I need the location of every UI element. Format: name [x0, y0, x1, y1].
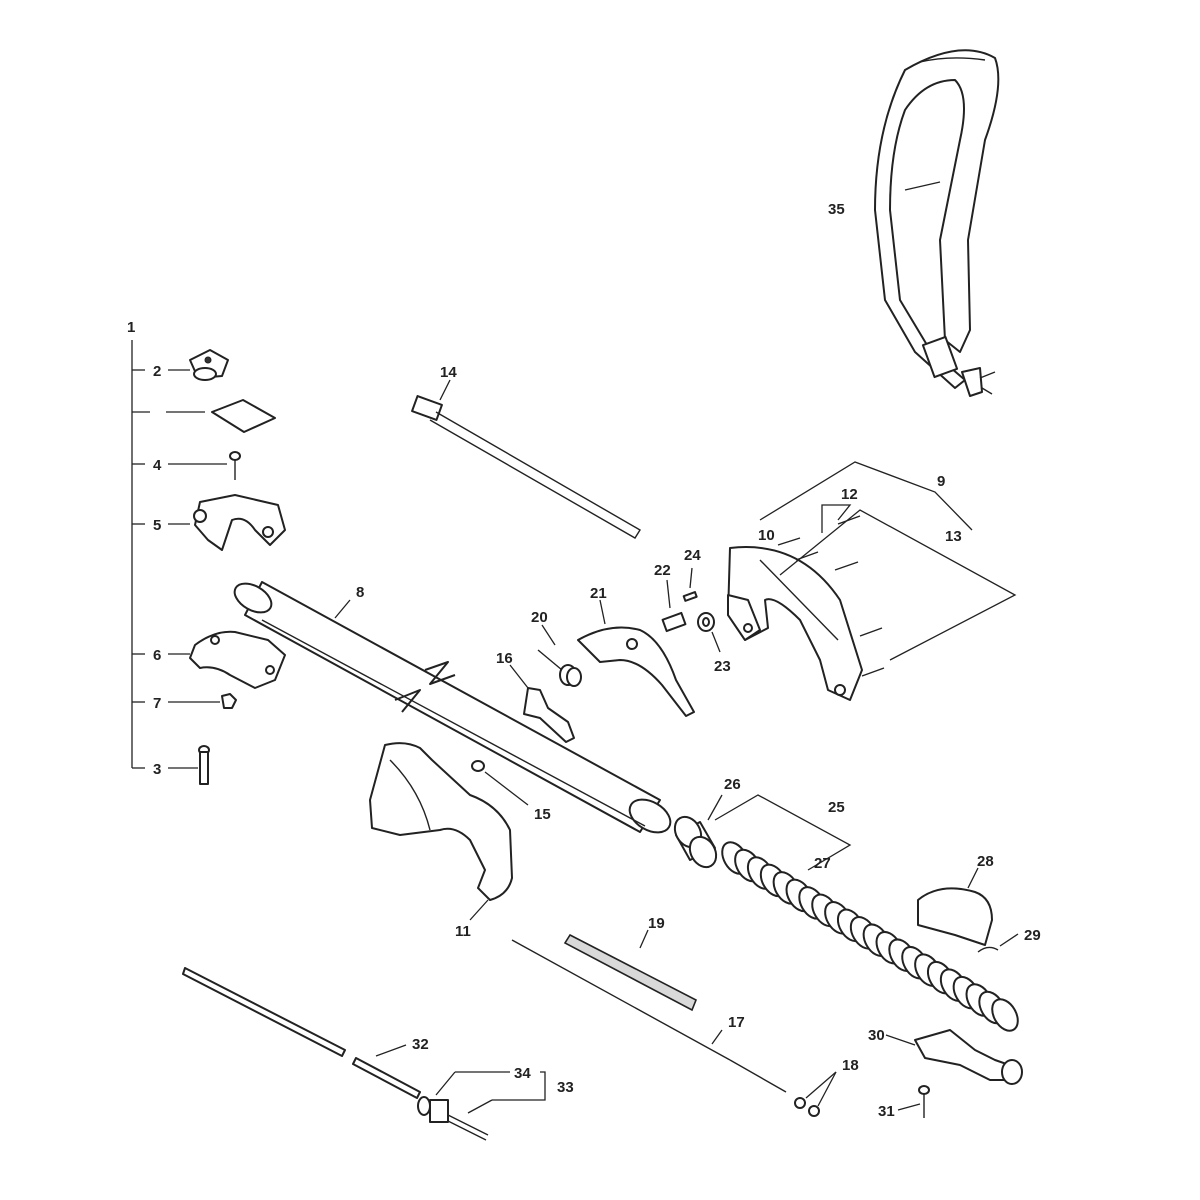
part-33-34-shaft-fitting [417, 1071, 546, 1141]
part-18-nuts [794, 1071, 837, 1117]
part-27-liner-coils [721, 841, 1019, 1032]
part-17-throttle-cable [511, 939, 787, 1093]
label-part-34: 34 [514, 1065, 531, 1082]
part-24-small-pin [682, 567, 698, 602]
part-labels: 1 2 3 4 5 6 7 8 9 10 11 12 13 14 15 16 1… [127, 201, 1041, 1120]
label-part-33: 33 [557, 1079, 574, 1096]
label-part-2: 2 [153, 363, 161, 380]
part-11-rear-handle [369, 742, 513, 921]
part-3-bolt [168, 745, 210, 785]
label-part-32: 32 [412, 1036, 429, 1053]
label-part-11: 11 [455, 923, 471, 940]
part-12-13-screws [777, 515, 885, 677]
label-part-4: 4 [153, 457, 162, 474]
label-part-20: 20 [531, 609, 548, 626]
part-5-upper-clamp [168, 494, 286, 551]
label-part-23: 23 [714, 658, 731, 675]
part-19-spring-sleeve [563, 929, 698, 1012]
label-part-8: 8 [356, 584, 364, 601]
part-30-coupler [885, 1029, 1023, 1085]
part-22-pin [661, 579, 687, 633]
label-part-15: 15 [534, 806, 551, 823]
liner-coil [991, 998, 1019, 1032]
label-part-1: 1 [127, 319, 135, 336]
label-part-25: 25 [828, 799, 845, 816]
label-part-24: 24 [684, 547, 701, 564]
part-7-nut [168, 693, 237, 709]
label-part-12: 12 [841, 486, 858, 503]
label-part-18: 18 [842, 1057, 859, 1074]
part-28-cover [917, 867, 993, 946]
group-leader-25 [714, 794, 852, 871]
part-10-handle-housing [727, 546, 863, 701]
label-part-5: 5 [153, 517, 161, 534]
label-part-26: 26 [724, 776, 741, 793]
part-1-assembly-bracket [131, 340, 150, 769]
part-26-bushing [673, 794, 723, 869]
part-2-knob [168, 349, 229, 381]
label-part-19: 19 [648, 915, 665, 932]
label-part-9: 9 [937, 473, 945, 490]
part-32-drive-shaft [182, 967, 421, 1099]
part-21-throttle-trigger [577, 599, 695, 717]
label-part-29: 29 [1024, 927, 1041, 944]
part-23-washer [697, 612, 721, 653]
label-part-30: 30 [868, 1027, 885, 1044]
label-part-14: 14 [440, 364, 457, 381]
label-part-21: 21 [590, 585, 607, 602]
label-part-13: 13 [945, 528, 962, 545]
part-31-screw [897, 1085, 930, 1118]
label-part-16: 16 [496, 650, 513, 667]
label-part-22: 22 [654, 562, 671, 579]
part-14-cable-tie [411, 379, 641, 539]
label-part-35: 35 [828, 201, 845, 218]
part-15-clip [471, 760, 529, 806]
label-part-28: 28 [977, 853, 994, 870]
part-4-screw [168, 451, 241, 480]
label-part-31: 31 [878, 1103, 895, 1120]
label-part-6: 6 [153, 647, 161, 664]
label-part-3: 3 [153, 761, 161, 778]
label-part-7: 7 [153, 695, 161, 712]
part-16-lever [509, 664, 575, 743]
part-6-lower-clamp [168, 630, 286, 689]
label-part-27: 27 [814, 855, 831, 872]
group-leaders-9-12-13 [759, 461, 1017, 661]
label-part-10: 10 [758, 527, 775, 544]
part-8-main-tube [233, 581, 672, 834]
label-part-17: 17 [728, 1014, 745, 1031]
part-20-torsion-spring [537, 624, 582, 687]
part-35-shoulder-strap [874, 49, 1000, 397]
label-sheet [166, 399, 276, 433]
part-29-retaining-clip [977, 933, 1019, 953]
